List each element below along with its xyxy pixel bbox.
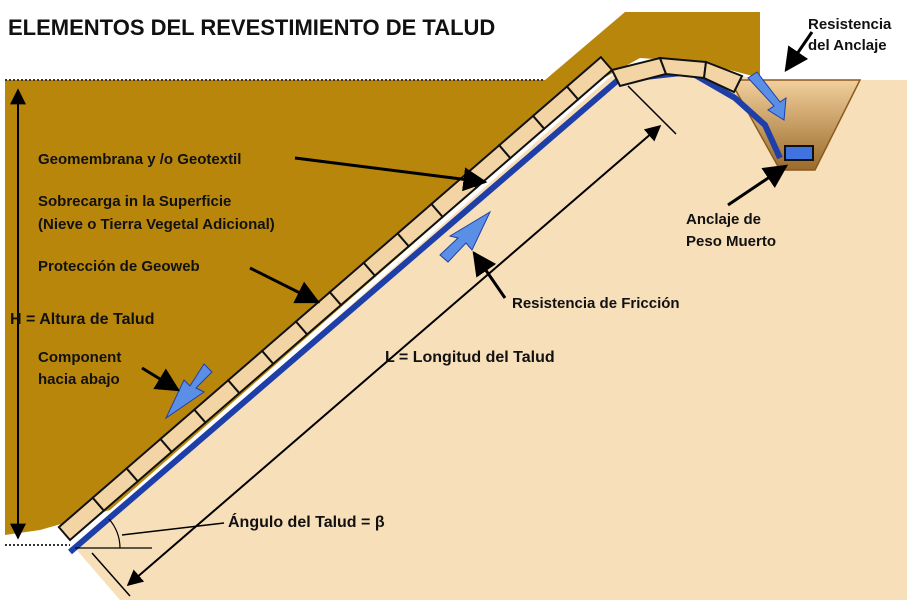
label-length: L = Longitud del Talud xyxy=(385,349,555,366)
label-height: H = Altura de Talud xyxy=(10,311,154,328)
leader-angle xyxy=(121,522,225,536)
anchor-trench xyxy=(728,79,862,171)
label-slope-angle: Ángulo del Talud = β xyxy=(228,512,385,531)
leader-downslope xyxy=(141,366,181,392)
length-dimension-arrow xyxy=(126,124,662,587)
label-geomembrane: Geomembrana y /o Geotextil xyxy=(38,151,241,168)
label-anchor-resistance-2: del Anclaje xyxy=(808,37,887,54)
label-deadweight-1: Anclaje de xyxy=(686,211,761,228)
length-extension-bottom xyxy=(91,552,131,597)
label-surcharge-2: (Nieve o Tierra Vegetal Adicional) xyxy=(38,216,275,233)
deadweight-anchor-block xyxy=(784,145,814,161)
geoweb-cell xyxy=(702,60,744,94)
leader-geoweb xyxy=(249,266,321,304)
label-surcharge-1: Sobrecarga in la Superficie xyxy=(38,193,231,210)
geoweb-cell xyxy=(565,55,614,101)
label-downslope-2: hacia abajo xyxy=(38,371,120,388)
length-extension-top xyxy=(627,85,677,135)
label-geoweb: Protección de Geoweb xyxy=(38,258,200,275)
label-friction: Resistencia de Fricción xyxy=(512,295,680,312)
label-anchor-resistance-1: Resistencia xyxy=(808,16,892,33)
label-deadweight-2: Peso Muerto xyxy=(686,233,776,250)
anchor-resistance-arrow xyxy=(747,71,787,121)
geoweb-cell xyxy=(658,56,708,80)
leader-geomembrane xyxy=(294,156,488,192)
diagram-title: ELEMENTOS DEL REVESTIMIENTO DE TALUD xyxy=(8,15,495,40)
leader-deadweight xyxy=(727,164,788,207)
angle-arc xyxy=(108,518,121,549)
leader-friction xyxy=(472,251,507,299)
leader-anchor-resistance xyxy=(784,31,814,72)
label-downslope-1: Component xyxy=(38,349,121,366)
